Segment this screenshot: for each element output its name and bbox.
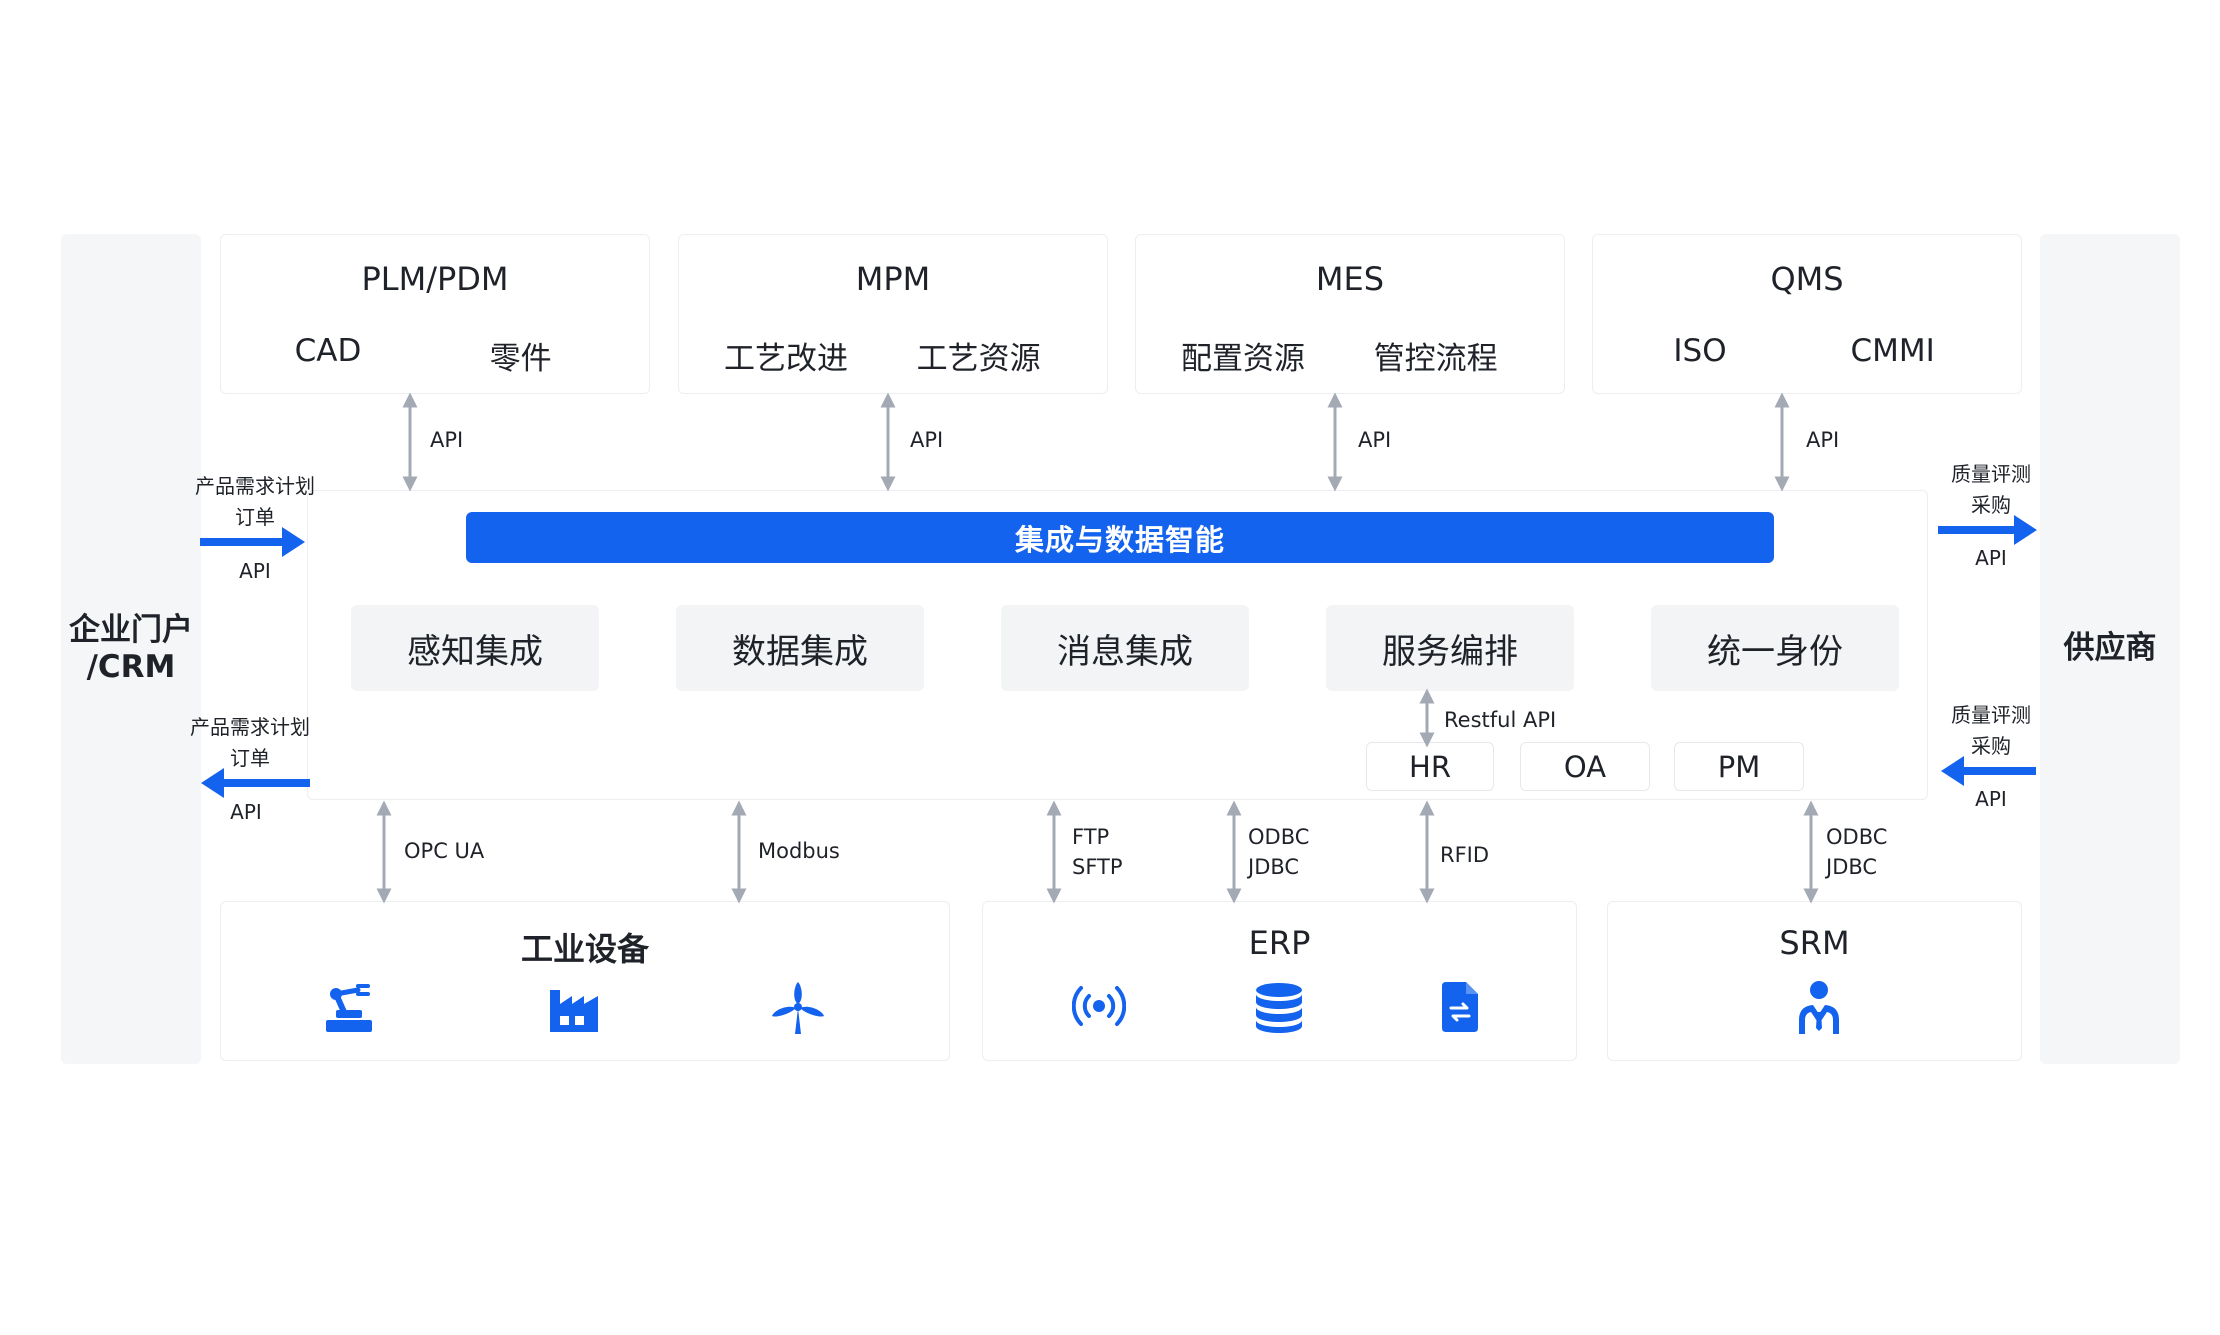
enterprise-portal-crm-panel: 企业门户 /CRM — [61, 234, 201, 1064]
file-transfer-icon — [1442, 982, 1478, 1032]
flow-line: 质量评测 — [1951, 462, 2031, 486]
person-icon — [1799, 981, 1839, 1034]
flow-line: 产品需求计划 — [195, 474, 315, 498]
mpm-card: MPM 工艺改进 工艺资源 — [678, 234, 1108, 394]
opc-ua-label: OPC UA — [404, 839, 485, 863]
card-title: MPM — [855, 260, 931, 298]
wind-turbine-icon — [772, 982, 824, 1034]
card-title: ERP — [1248, 924, 1311, 962]
card-item: ISO — [1673, 333, 1727, 369]
jdbc-label: JDBC — [1826, 855, 1878, 879]
flow-line: 采购 — [1971, 493, 2011, 517]
enterprise-portal-label: 企业门户 — [69, 611, 193, 648]
flow-line: 产品需求计划 — [190, 715, 310, 739]
crm-label: /CRM — [86, 649, 176, 685]
broadcast-icon — [1072, 986, 1126, 1026]
modbus-label: Modbus — [758, 839, 840, 863]
card-item: 管控流程 — [1373, 341, 1498, 377]
flow-line: 订单 — [230, 746, 270, 770]
right-out-arrow — [1938, 515, 2037, 545]
card-item: 配置资源 — [1181, 341, 1305, 377]
flow-line: 采购 — [1971, 734, 2011, 758]
ftp-label: FTP — [1072, 825, 1110, 849]
card-item: 零件 — [489, 341, 552, 377]
card-title: MES — [1315, 260, 1385, 298]
restful-api-label: Restful API — [1444, 708, 1557, 732]
odbc-jdbc-erp-label: ODBC JDBC — [1248, 822, 1309, 882]
supplier-label: 供应商 — [2063, 630, 2157, 667]
card-title: SRM — [1779, 924, 1850, 962]
message-integration-module: 消息集成 — [1001, 605, 1249, 691]
card-item: 工艺资源 — [916, 341, 1041, 377]
qms-card: QMS ISO CMMI — [1592, 234, 2022, 394]
mes-api-label: API — [1358, 428, 1392, 452]
card-title: 工业设备 — [520, 930, 649, 968]
mes-card: MES 配置资源 管控流程 — [1135, 234, 1565, 394]
card-item: CAD — [294, 333, 362, 369]
left-in-arrow — [200, 527, 305, 557]
erp-card: ERP — [982, 901, 1577, 1061]
right-flow-top: 质量评测 采购 — [1936, 459, 2046, 521]
pm-box: PM — [1674, 742, 1804, 791]
flow-line: 订单 — [235, 505, 275, 529]
plm-pdm-card: PLM/PDM CAD 零件 — [220, 234, 650, 394]
robot-arm-icon — [326, 984, 372, 1032]
oa-box: OA — [1520, 742, 1650, 791]
industrial-equipment-card: 工业设备 — [220, 901, 950, 1061]
rfid-label: RFID — [1440, 843, 1490, 867]
jdbc-label: JDBC — [1248, 855, 1300, 879]
mpm-api-label: API — [910, 428, 944, 452]
left-flow-bottom-api: API — [230, 800, 262, 824]
srm-card: SRM — [1607, 901, 2022, 1061]
data-integration-module: 数据集成 — [676, 605, 924, 691]
card-item: CMMI — [1850, 333, 1935, 369]
sftp-label: SFTP — [1072, 855, 1123, 879]
service-orchestration-module: 服务编排 — [1326, 605, 1574, 691]
database-icon — [1256, 983, 1302, 1033]
ftp-sftp-label: FTP SFTP — [1072, 822, 1123, 882]
odbc-jdbc-srm-label: ODBC JDBC — [1826, 822, 1887, 882]
qms-api-label: API — [1806, 428, 1840, 452]
card-title: PLM/PDM — [361, 260, 509, 298]
right-flow-bottom: 质量评测 采购 — [1936, 700, 2046, 762]
left-flow-top: 产品需求计划 订单 — [180, 471, 330, 533]
odbc-label: ODBC — [1826, 825, 1888, 849]
factory-icon — [550, 990, 598, 1032]
left-flow-bottom: 产品需求计划 订单 — [175, 712, 325, 774]
right-flow-bottom-api: API — [1975, 787, 2007, 811]
right-flow-top-api: API — [1975, 546, 2007, 570]
odbc-label: ODBC — [1248, 825, 1310, 849]
card-title: QMS — [1770, 260, 1844, 298]
unified-identity-module: 统一身份 — [1651, 605, 1899, 691]
card-item: 工艺改进 — [724, 341, 848, 377]
perception-integration-module: 感知集成 — [351, 605, 599, 691]
right-in-arrow — [1941, 756, 2036, 786]
integration-banner: 集成与数据智能 — [466, 512, 1774, 563]
flow-line: 质量评测 — [1951, 703, 2031, 727]
left-flow-top-api: API — [239, 559, 271, 583]
plm-api-label: API — [430, 428, 464, 452]
left-out-arrow — [201, 768, 310, 798]
supplier-panel: 供应商 — [2040, 234, 2180, 1064]
